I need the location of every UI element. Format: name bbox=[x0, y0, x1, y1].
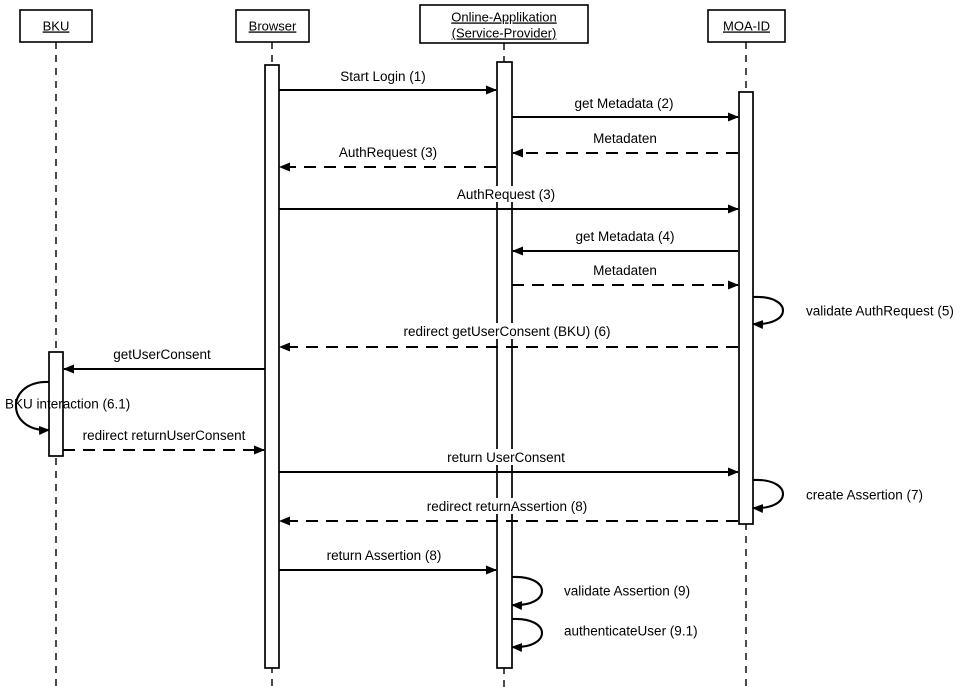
message-label-backing bbox=[332, 144, 444, 160]
self-message-loop bbox=[511, 617, 543, 652]
self-message-label: BKU interaction (6.1) bbox=[5, 397, 130, 412]
activation-bar-bku[interactable] bbox=[48, 351, 64, 457]
self-message-label: validate Assertion (9) bbox=[564, 584, 690, 599]
lifeline-bku[interactable]: BKU bbox=[19, 9, 93, 687]
self-messages-layer: validate AuthRequest (5) BKU interaction … bbox=[5, 295, 954, 652]
self-message-loop bbox=[752, 478, 784, 513]
message-label: return Assertion (8) bbox=[327, 548, 442, 563]
message-label: Metadaten bbox=[593, 131, 657, 146]
self-message-bku[interactable]: BKU interaction (6.1) bbox=[5, 380, 130, 435]
self-message-moaid[interactable]: validate AuthRequest (5) bbox=[752, 295, 954, 329]
lifeline-label-sp: Online-Applikation bbox=[451, 9, 557, 24]
self-message-label: authenticateUser (9.1) bbox=[564, 624, 698, 639]
message-moaid-to-sp[interactable]: Metadaten bbox=[512, 130, 738, 158]
message-moaid-to-browser[interactable]: redirect getUserConsent (BKU) (6) bbox=[279, 323, 738, 352]
message-label-backing bbox=[440, 449, 572, 465]
lifeline-header-box-bku[interactable] bbox=[19, 9, 93, 43]
message-moaid-to-browser[interactable]: redirect returnAssertion (8) bbox=[279, 498, 738, 526]
self-message-loop bbox=[752, 295, 784, 329]
self-message-sp[interactable]: authenticateUser (9.1) bbox=[511, 617, 698, 652]
message-browser-to-sp[interactable]: return Assertion (8) bbox=[279, 547, 497, 575]
activation-bars-layer bbox=[48, 61, 754, 669]
message-label: return UserConsent bbox=[447, 450, 565, 465]
message-label: redirect getUserConsent (BKU) (6) bbox=[403, 324, 610, 339]
message-label: get Metadata (4) bbox=[575, 229, 674, 244]
message-label-backing bbox=[590, 130, 660, 146]
activation-bar-browser[interactable] bbox=[264, 64, 280, 669]
message-label-backing bbox=[450, 186, 562, 202]
message-label-backing bbox=[327, 68, 439, 84]
message-label-backing bbox=[566, 228, 684, 244]
message-label: AuthRequest (3) bbox=[339, 145, 437, 160]
message-moaid-to-sp[interactable]: get Metadata (4) bbox=[512, 228, 738, 256]
self-message-sp[interactable]: validate Assertion (9) bbox=[511, 575, 690, 610]
message-label-backing bbox=[70, 427, 258, 443]
self-message-moaid[interactable]: create Assertion (7) bbox=[752, 478, 923, 513]
message-sp-to-browser[interactable]: AuthRequest (3) bbox=[279, 144, 496, 172]
lifeline-header-box-moaid[interactable] bbox=[707, 9, 786, 43]
lifeline-header-box-sp[interactable] bbox=[419, 4, 589, 44]
message-browser-to-moaid[interactable]: AuthRequest (3) bbox=[279, 186, 739, 214]
message-label: redirect returnUserConsent bbox=[83, 428, 246, 443]
self-message-loop bbox=[511, 575, 543, 610]
message-label: Start Login (1) bbox=[340, 69, 426, 84]
messages-layer: Start Login (1) get Metadata (2) Metadaten… bbox=[63, 68, 739, 575]
message-sp-to-moaid[interactable]: get Metadata (2) bbox=[512, 95, 739, 122]
message-label-backing bbox=[406, 498, 608, 514]
lifeline-label-bku: BKU bbox=[43, 18, 70, 33]
message-label-backing bbox=[311, 547, 457, 563]
activation-bar-sp[interactable] bbox=[496, 61, 513, 669]
message-label: getUserConsent bbox=[113, 347, 211, 362]
self-message-loop bbox=[14, 380, 50, 435]
lifeline-label-moaid: MOA-ID bbox=[723, 18, 770, 33]
message-browser-to-moaid[interactable]: return UserConsent bbox=[279, 449, 739, 477]
message-label-backing bbox=[110, 346, 214, 362]
lifeline-label-sp-line2: (Service-Provider) bbox=[452, 25, 557, 40]
self-message-label: create Assertion (7) bbox=[806, 488, 923, 503]
message-label-backing bbox=[590, 262, 660, 278]
lifeline-label-browser: Browser bbox=[249, 18, 297, 33]
message-browser-to-sp[interactable]: Start Login (1) bbox=[279, 68, 497, 95]
message-label: AuthRequest (3) bbox=[457, 187, 555, 202]
message-label: Metadaten bbox=[593, 263, 657, 278]
message-bku-to-browser[interactable]: redirect returnUserConsent bbox=[63, 427, 265, 455]
message-sp-to-moaid[interactable]: Metadaten bbox=[512, 262, 739, 290]
activation-bar-moaid[interactable] bbox=[738, 91, 754, 525]
message-browser-to-bku[interactable]: getUserConsent bbox=[63, 346, 265, 374]
message-label: get Metadata (2) bbox=[574, 96, 673, 111]
self-message-label: validate AuthRequest (5) bbox=[806, 304, 954, 319]
message-label-backing bbox=[565, 95, 683, 111]
message-label: redirect returnAssertion (8) bbox=[427, 499, 588, 514]
lifeline-header-box-browser[interactable] bbox=[235, 9, 310, 43]
message-label-backing bbox=[388, 323, 626, 339]
